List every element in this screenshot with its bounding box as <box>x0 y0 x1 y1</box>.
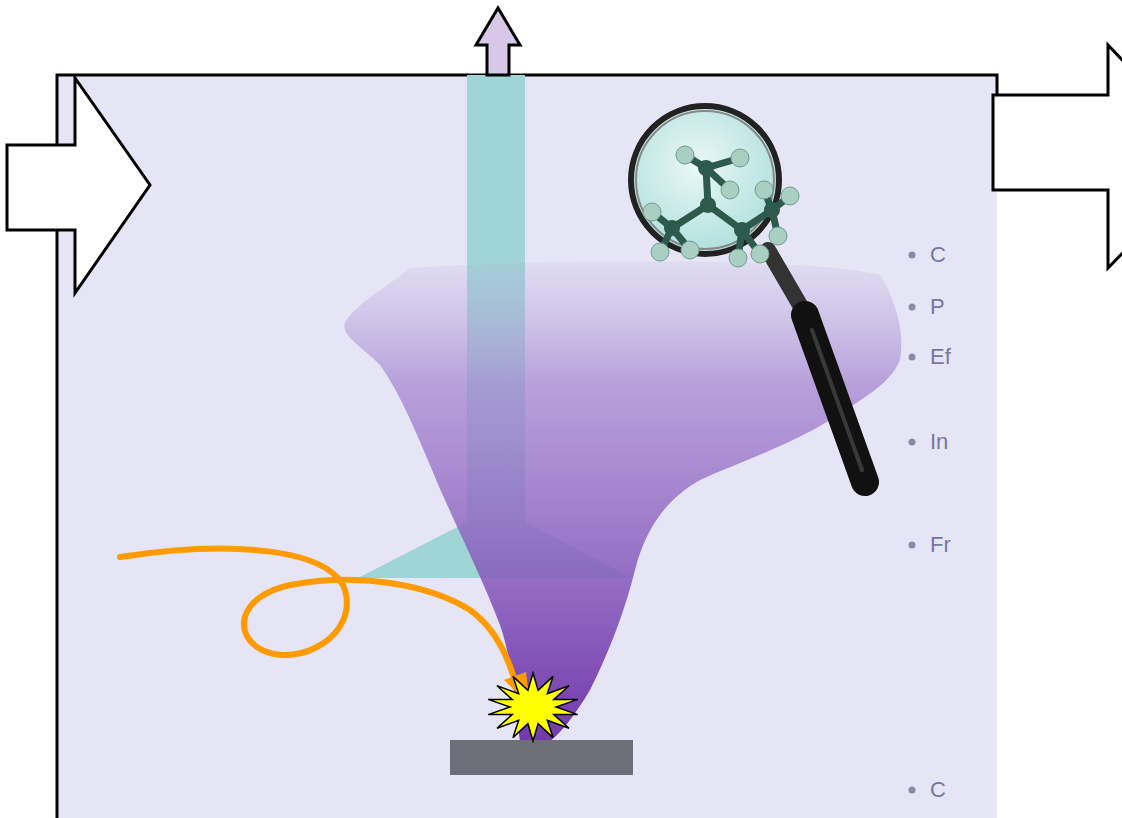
hydrogen-atom <box>731 149 749 167</box>
carbon-atom <box>698 160 714 176</box>
bullet-text: C <box>930 242 946 268</box>
hydrogen-atom <box>769 227 787 245</box>
hydrogen-atom <box>781 187 799 205</box>
bullet-text: Fr <box>930 532 951 558</box>
chamber-fill <box>57 75 997 818</box>
lens-handle <box>805 315 865 482</box>
bullet-dot <box>909 787 916 794</box>
output-arrow <box>993 45 1122 268</box>
bullet-dots <box>909 252 916 794</box>
carbon-atom <box>664 220 680 236</box>
hydrogen-atom <box>651 243 669 261</box>
bullet-dot <box>909 252 916 259</box>
target-plate <box>450 740 633 775</box>
carbon-atom <box>700 197 716 213</box>
molecule-atoms <box>643 146 799 267</box>
spark-star <box>488 673 578 741</box>
bullet-dot <box>909 542 916 549</box>
hydrogen-atom <box>676 146 694 164</box>
lens <box>631 106 779 254</box>
exhaust-arrow <box>476 8 520 75</box>
handle-shine <box>812 330 862 470</box>
hydrogen-atom <box>751 245 769 263</box>
bullet-dot <box>909 439 916 446</box>
carbon-atom <box>764 202 780 218</box>
hydrogen-atom <box>729 249 747 267</box>
wire <box>120 549 516 685</box>
chamber-outline <box>57 75 997 818</box>
hydrogen-atom <box>681 241 699 259</box>
bullet-text: Ef <box>930 344 951 370</box>
lens-neck <box>768 250 800 305</box>
bullet-text: P <box>930 294 945 320</box>
molecule <box>652 155 790 258</box>
bullet-text: C <box>930 777 946 803</box>
hydrogen-atom <box>721 181 739 199</box>
hydrogen-atom <box>643 203 661 221</box>
hydrogen-atom <box>755 181 773 199</box>
input-arrow <box>7 78 150 293</box>
plume <box>344 261 901 745</box>
spark-burst <box>488 673 578 741</box>
lens-rim <box>636 111 774 249</box>
bullet-dot <box>909 304 916 311</box>
bullet-text: In <box>930 429 948 455</box>
carbon-atom <box>734 222 750 238</box>
bullet-dot <box>909 354 916 361</box>
